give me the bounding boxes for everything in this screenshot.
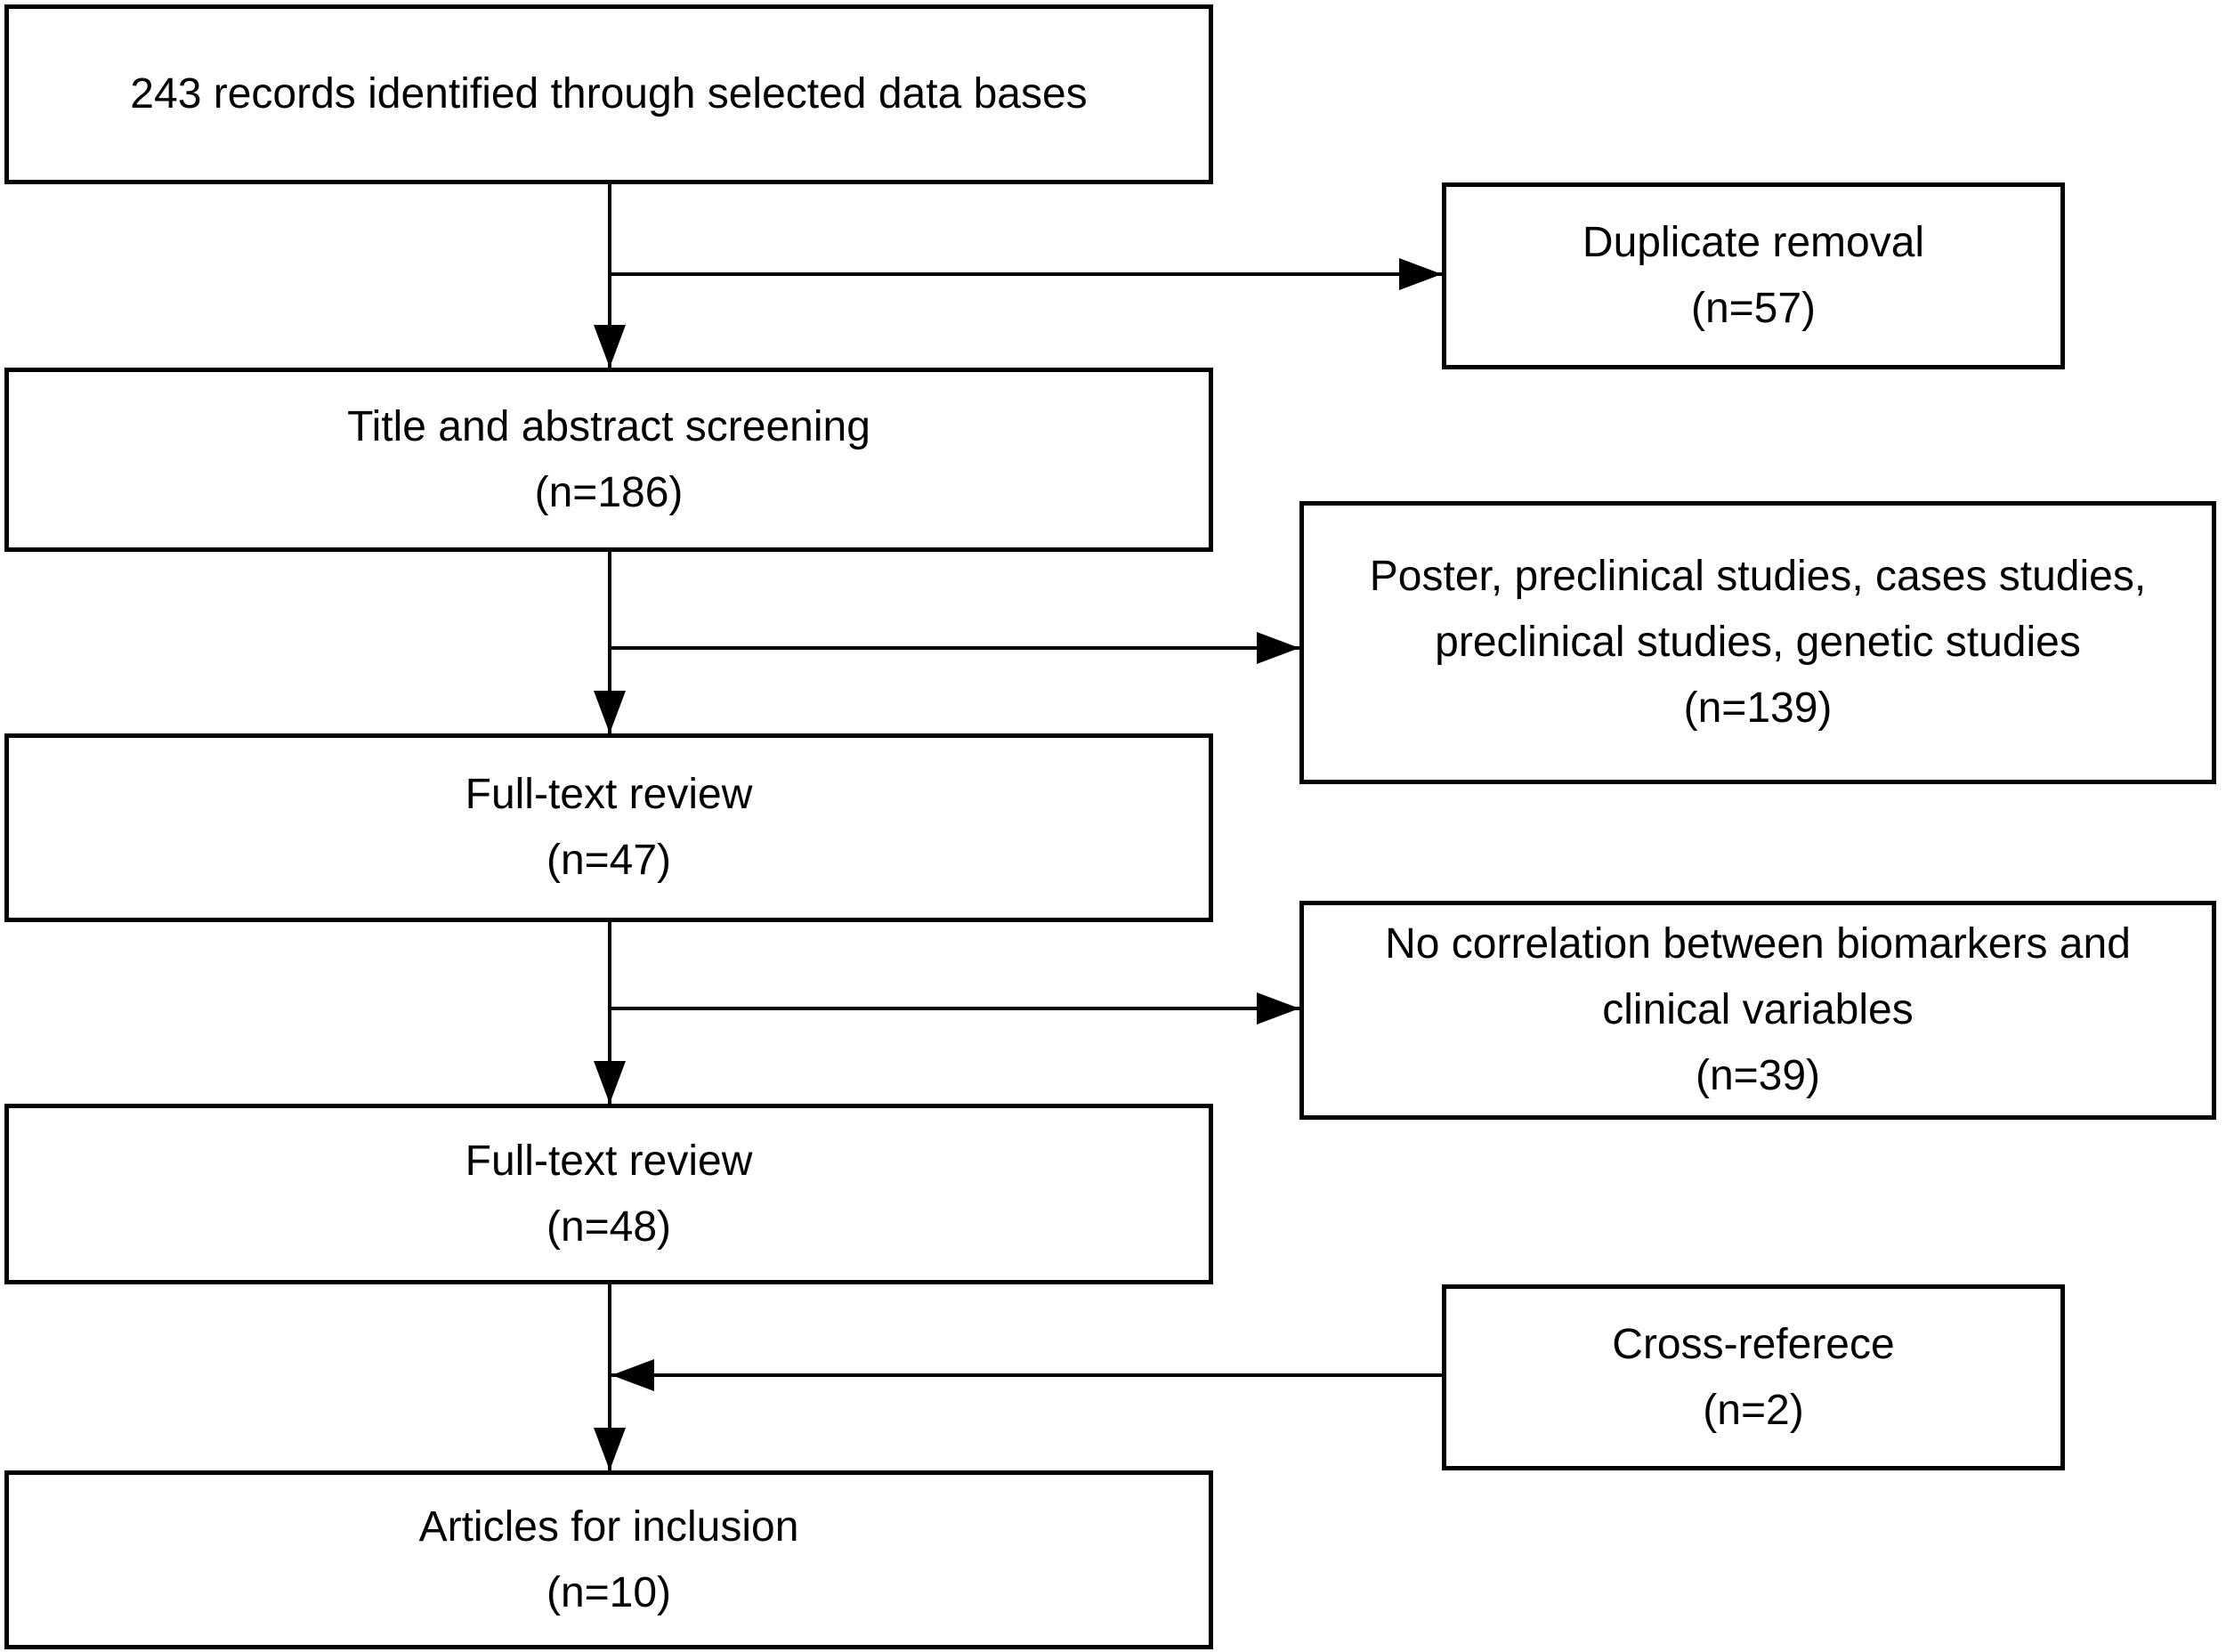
- full-text-review-48-box: Full-text review (n=48): [4, 1104, 1213, 1284]
- cross-reference-box: Cross-referece (n=2): [1442, 1284, 2065, 1470]
- poster-exclusion-label-line1: Poster, preclinical studies, cases studi…: [1369, 553, 2147, 600]
- connector-fulltext47-to-fulltext48: [608, 922, 611, 1104]
- duplicate-removal-box: Duplicate removal (n=57): [1442, 182, 2065, 369]
- full-text-review-48-label: Full-text review: [465, 1137, 753, 1185]
- poster-exclusion-box: Poster, preclinical studies, cases studi…: [1299, 501, 2216, 784]
- connector-screening-to-fulltext47: [608, 552, 611, 733]
- articles-for-inclusion-label: Articles for inclusion: [418, 1502, 799, 1551]
- cross-reference-label: Cross-referece: [1612, 1320, 1895, 1368]
- full-text-review-48-count: (n=48): [546, 1203, 672, 1251]
- records-identified-label: 243 records identified through selected …: [130, 70, 1088, 117]
- connector-records-to-screening: [608, 184, 611, 368]
- branch-to-duplicate-removal: [610, 272, 1442, 276]
- branch-to-poster-exclusion: [610, 646, 1299, 650]
- poster-exclusion-label-line2: preclinical studies, genetic studies: [1435, 619, 2081, 666]
- full-text-review-47-count: (n=47): [546, 837, 672, 884]
- full-text-review-47-label: Full-text review: [465, 771, 753, 818]
- records-identified-box: 243 records identified through selected …: [4, 4, 1213, 184]
- title-abstract-screening-label: Title and abstract screening: [347, 402, 870, 450]
- arrowhead-right-into-duplicate-removal-icon: [1399, 258, 1442, 290]
- connector-fulltext48-to-inclusion: [608, 1284, 611, 1470]
- no-correlation-count: (n=39): [1695, 1052, 1821, 1099]
- arrowhead-down-into-inclusion-icon: [594, 1428, 626, 1470]
- articles-for-inclusion-count: (n=10): [546, 1568, 672, 1616]
- cross-reference-count: (n=2): [1703, 1386, 1804, 1434]
- arrowhead-down-into-fulltext47-icon: [594, 691, 626, 733]
- duplicate-removal-count: (n=57): [1690, 285, 1817, 332]
- branch-from-cross-reference: [611, 1373, 1442, 1377]
- title-abstract-screening-count: (n=186): [534, 468, 684, 516]
- arrowhead-left-from-cross-reference-icon: [611, 1359, 654, 1391]
- full-text-review-47-box: Full-text review (n=47): [4, 733, 1213, 922]
- no-correlation-label-line2: clinical variables: [1602, 986, 1914, 1033]
- arrowhead-right-into-poster-exclusion-icon: [1257, 632, 1299, 664]
- arrowhead-down-into-screening-icon: [594, 325, 626, 368]
- arrowhead-down-into-fulltext48-icon: [594, 1061, 626, 1104]
- title-abstract-screening-box: Title and abstract screening (n=186): [4, 368, 1213, 552]
- no-correlation-label-line1: No correlation between biomarkers and: [1385, 920, 2131, 968]
- articles-for-inclusion-box: Articles for inclusion (n=10): [4, 1470, 1213, 1649]
- no-correlation-exclusion-box: No correlation between biomarkers and cl…: [1299, 901, 2216, 1120]
- arrowhead-right-into-no-correlation-icon: [1257, 992, 1299, 1024]
- poster-exclusion-count: (n=139): [1683, 684, 1833, 732]
- branch-to-no-correlation: [610, 1007, 1299, 1010]
- duplicate-removal-label: Duplicate removal: [1582, 219, 1925, 266]
